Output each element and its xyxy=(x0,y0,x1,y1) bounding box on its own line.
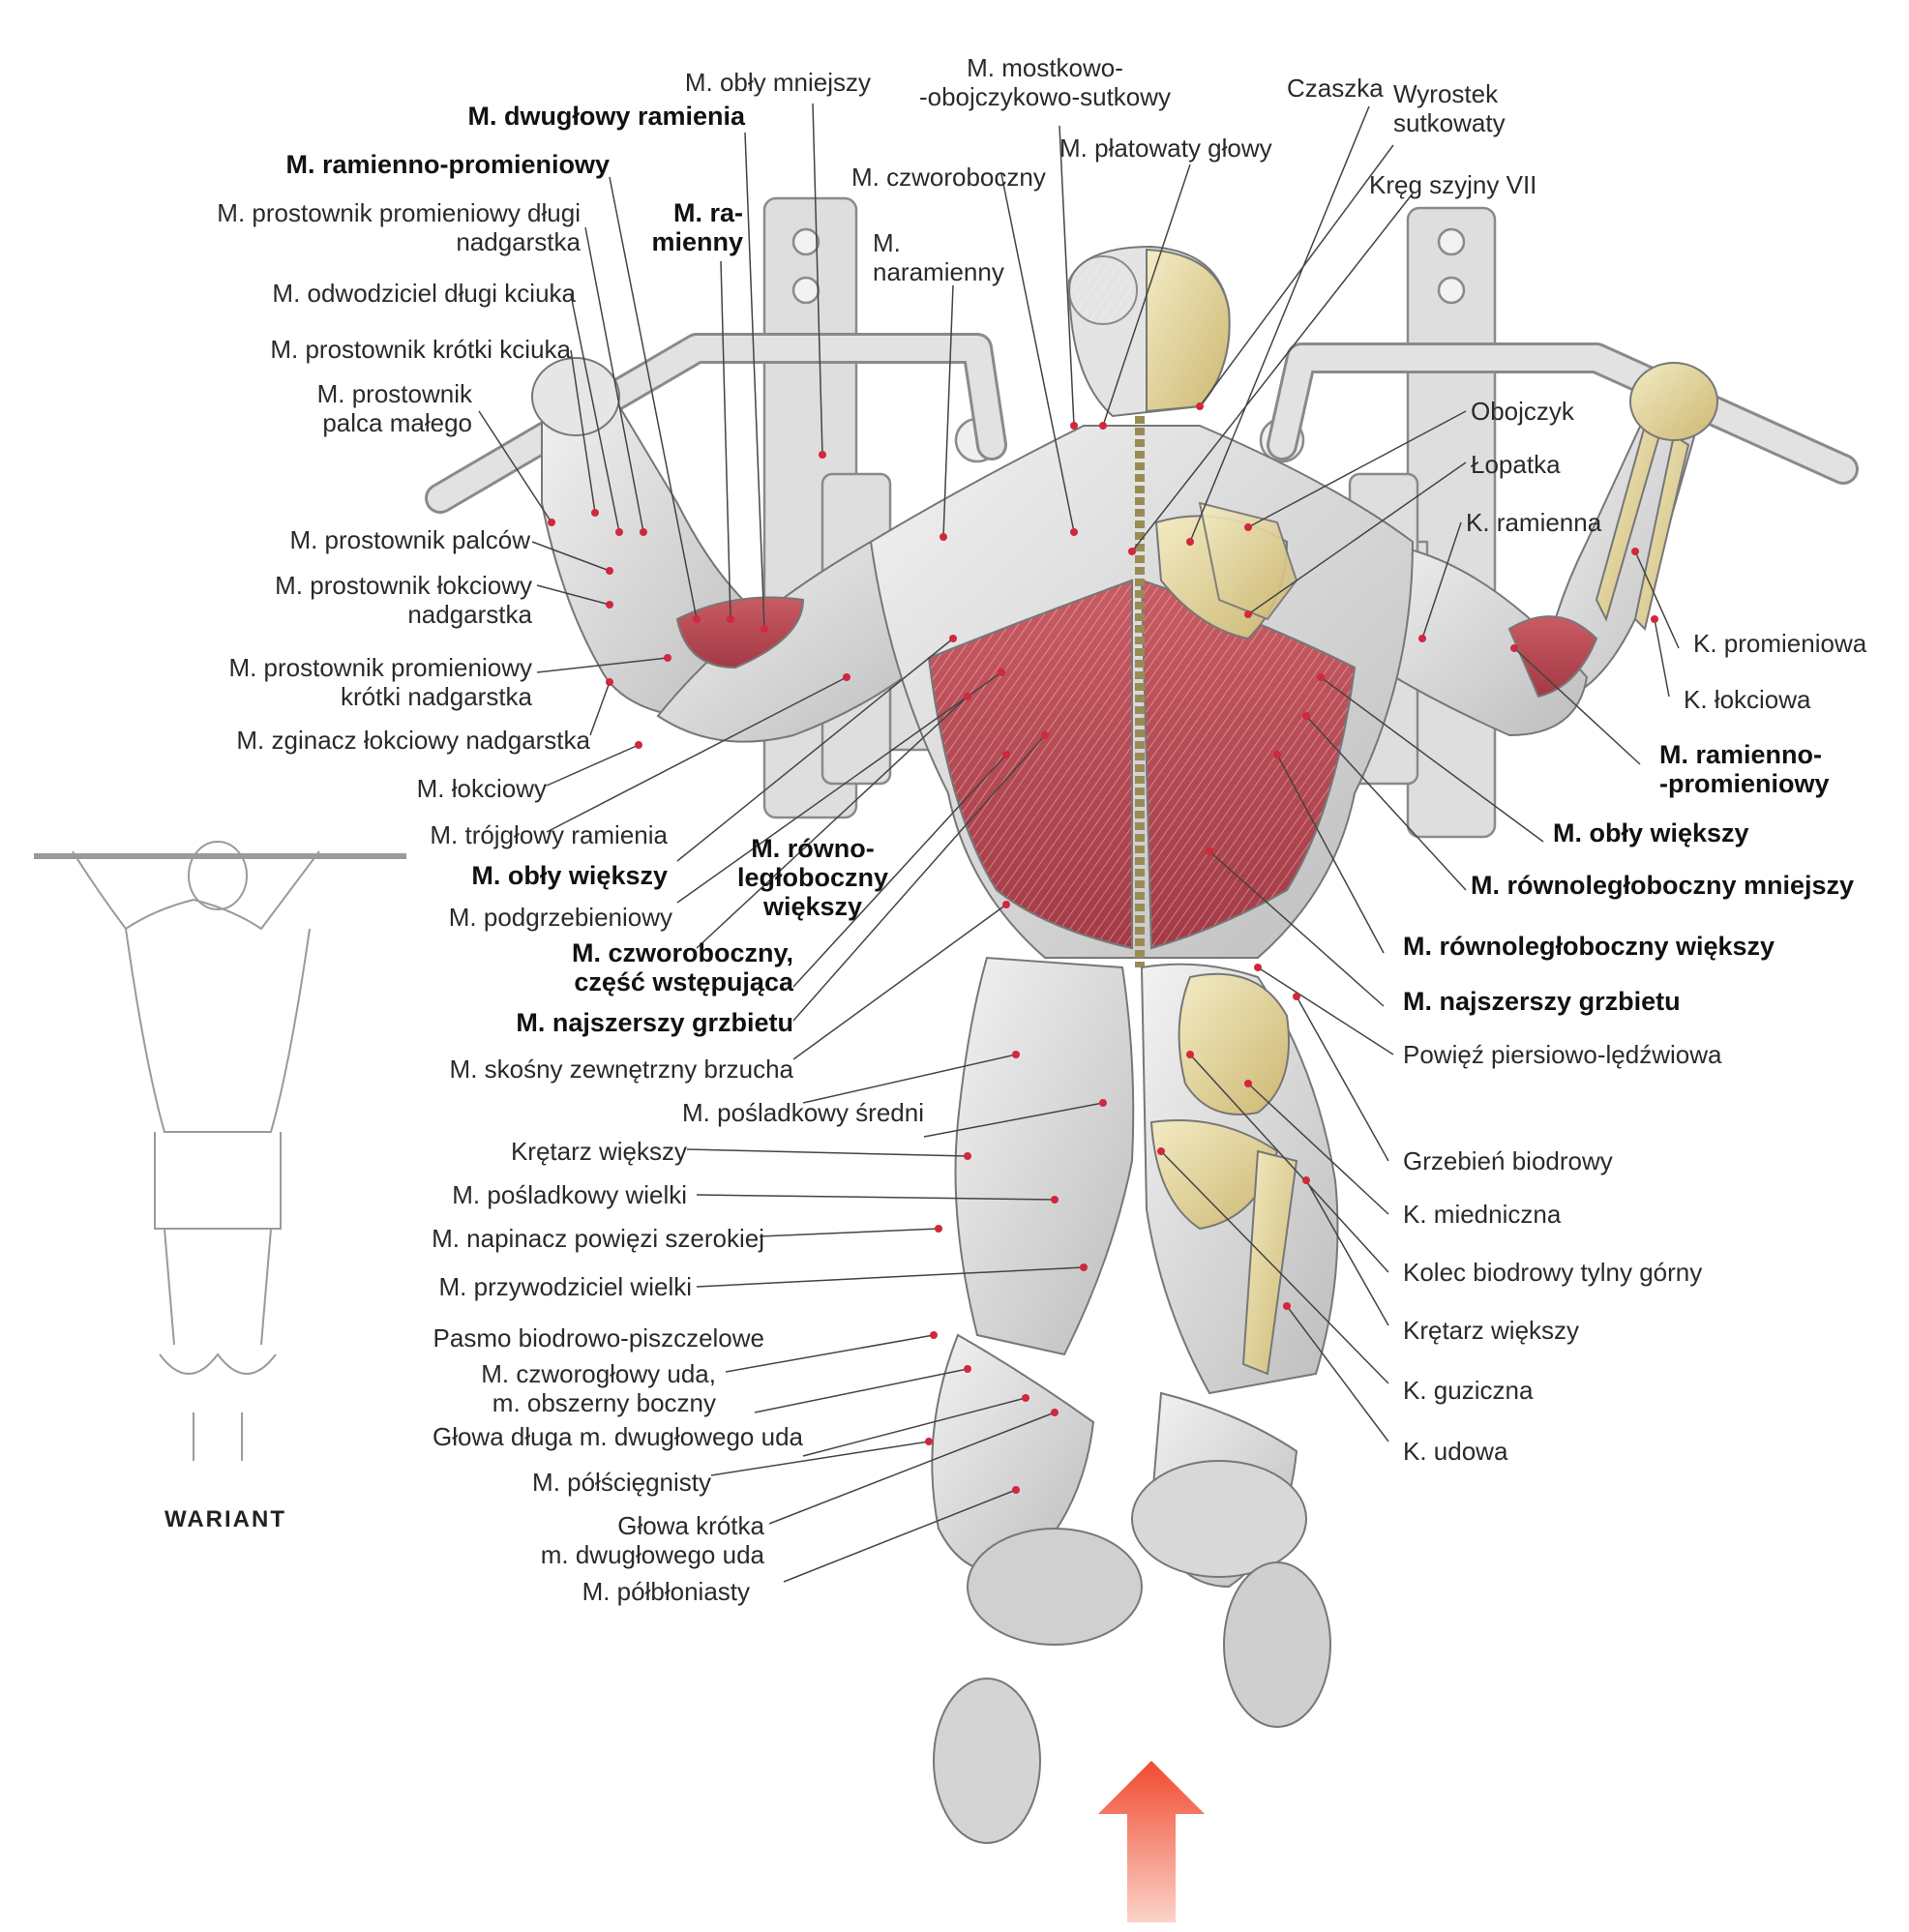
label-czworoglowy-uda: M. czworogłowy uda, m. obszerny boczny xyxy=(481,1359,716,1417)
label-ramienno-promieniowy-right: M. ramienno- -promieniowy xyxy=(1659,740,1830,798)
label-grzebien-biodrowy: Grzebień biodrowy xyxy=(1403,1146,1613,1175)
head xyxy=(1067,245,1231,418)
right-arm xyxy=(1353,362,1718,737)
label-ramienno-promieniowy: M. ramienno-promieniowy xyxy=(285,150,610,179)
label-naramienny: M. naramienny xyxy=(873,228,1004,286)
label-wyrostek-sutkowaty: Wyrostek sutkowaty xyxy=(1393,79,1506,137)
label-polblonisty: M. półbłoniasty xyxy=(582,1577,750,1606)
label-rownolegloboczny-mniejszy: M. równoległoboczny mniejszy xyxy=(1471,871,1855,900)
label-trojglowy-ramienia: M. trójgłowy ramienia xyxy=(430,820,668,849)
label-czworoboczny-top: M. czworoboczny xyxy=(851,163,1046,192)
label-obly-wiekszy-right: M. obły większy xyxy=(1553,818,1749,847)
label-obly-wiekszy-left: M. obły większy xyxy=(471,861,668,890)
label-skosny-zewnetrzny: M. skośny zewnętrzny brzucha xyxy=(449,1055,793,1084)
left-arm xyxy=(531,357,931,743)
torso xyxy=(869,416,1415,967)
label-przywodziciel-wielki: M. przywodziciel wielki xyxy=(438,1272,693,1301)
label-czaszka: Czaszka xyxy=(1287,74,1384,103)
label-mostkowo-obojczykowo-sutkowy: M. mostkowo- -obojczykowo-sutkowy xyxy=(918,53,1172,111)
label-k-udowa: K. udowa xyxy=(1403,1437,1508,1466)
label-odwodziciel-dlugi-kciuka: M. odwodziciel długi kciuka xyxy=(272,279,576,308)
label-obojczyk: Obojczyk xyxy=(1471,397,1574,426)
label-k-lokciowa: K. łokciowa xyxy=(1684,685,1811,714)
label-prostownik-promieniowy-dlugi: M. prostownik promieniowy długi nadgarst… xyxy=(217,198,581,256)
label-dwuglowy-ramienia: M. dwugłowy ramienia xyxy=(467,102,745,131)
label-najszerszy-grzbietu-right: M. najszerszy grzbietu xyxy=(1403,987,1681,1016)
label-pasmo-biodrowo-piszczelowe: Pasmo biodrowo-piszczelowe xyxy=(433,1323,764,1352)
label-glowa-dluga-dwuglowego: Głowa długa m. dwugłowego uda xyxy=(432,1422,803,1451)
label-k-guziczna: K. guziczna xyxy=(1403,1376,1534,1405)
label-najszerszy-grzbietu-left: M. najszerszy grzbietu xyxy=(516,1008,793,1037)
label-posladkowy-wielki: M. pośladkowy wielki xyxy=(452,1180,687,1209)
label-polsciegnisty: M. półścięgnisty xyxy=(532,1468,711,1497)
label-rownolegloboczny-wiekszy-left: M. równo- ległoboczny większy xyxy=(736,834,888,921)
label-czworoboczny-wstepujaca: M. czworoboczny, część wstępująca xyxy=(571,938,793,996)
label-posladkowy-sredni: M. pośladkowy średni xyxy=(682,1098,924,1127)
label-kretarz-wiekszy-left: Krętarz większy xyxy=(510,1137,687,1166)
label-podgrzebieniowy: M. podgrzebieniowy xyxy=(448,903,672,932)
leader-lines xyxy=(478,103,1680,1583)
label-k-promieniowa: K. promieniowa xyxy=(1693,629,1867,658)
label-prostownik-krotki-kciuka: M. prostownik krótki kciuka xyxy=(270,335,571,364)
label-ramienny: M. ra- mienny xyxy=(651,198,743,256)
label-lokciowy: M. łokciowy xyxy=(416,774,547,803)
label-rownolegloboczny-wiekszy-right: M. równoległoboczny większy xyxy=(1403,932,1775,961)
label-prostownik-promieniowy-krotki: M. prostownik promieniowy krótki nadgars… xyxy=(228,653,532,711)
label-glowa-krotka-dwuglowego: Głowa krótka m. dwugłowego uda xyxy=(540,1511,764,1569)
variant-caption: WARIANT xyxy=(164,1506,286,1532)
label-k-miedniczna: K. miedniczna xyxy=(1403,1200,1562,1229)
label-prostownik-lokciowy-nadgarstka: M. prostownik łokciowy nadgarstka xyxy=(275,571,532,629)
label-zginacz-lokciowy-nadgarstka: M. zginacz łokciowy nadgarstka xyxy=(236,726,590,755)
label-lopatka: Łopatka xyxy=(1471,450,1561,479)
leader-dots xyxy=(548,402,1658,1494)
variant-figure xyxy=(34,841,406,1461)
label-kolec-biodrowy: Kolec biodrowy tylny górny xyxy=(1403,1258,1703,1287)
label-k-ramienna: K. ramienna xyxy=(1466,508,1602,537)
label-prostownik-palcow: M. prostownik palców xyxy=(289,525,530,554)
label-napinacz-powiezi: M. napinacz powięzi szerokiej xyxy=(432,1224,764,1253)
upward-arrow xyxy=(1098,1761,1205,1922)
hips-and-legs xyxy=(931,956,1339,1844)
label-powiez-piersiowo-ledzwiowa: Powięź piersiowo-lędźwiowa xyxy=(1403,1040,1722,1069)
label-prostownik-palca-malego: M. prostownik palca małego xyxy=(316,379,472,437)
label-kreg-szyjny: Kręg szyjny VII xyxy=(1369,170,1537,199)
label-platowaty-glowy: M. płatowaty głowy xyxy=(1059,134,1272,163)
label-obly-mniejszy: M. obły mniejszy xyxy=(684,68,871,97)
label-kretarz-wiekszy-right: Krętarz większy xyxy=(1403,1316,1580,1345)
